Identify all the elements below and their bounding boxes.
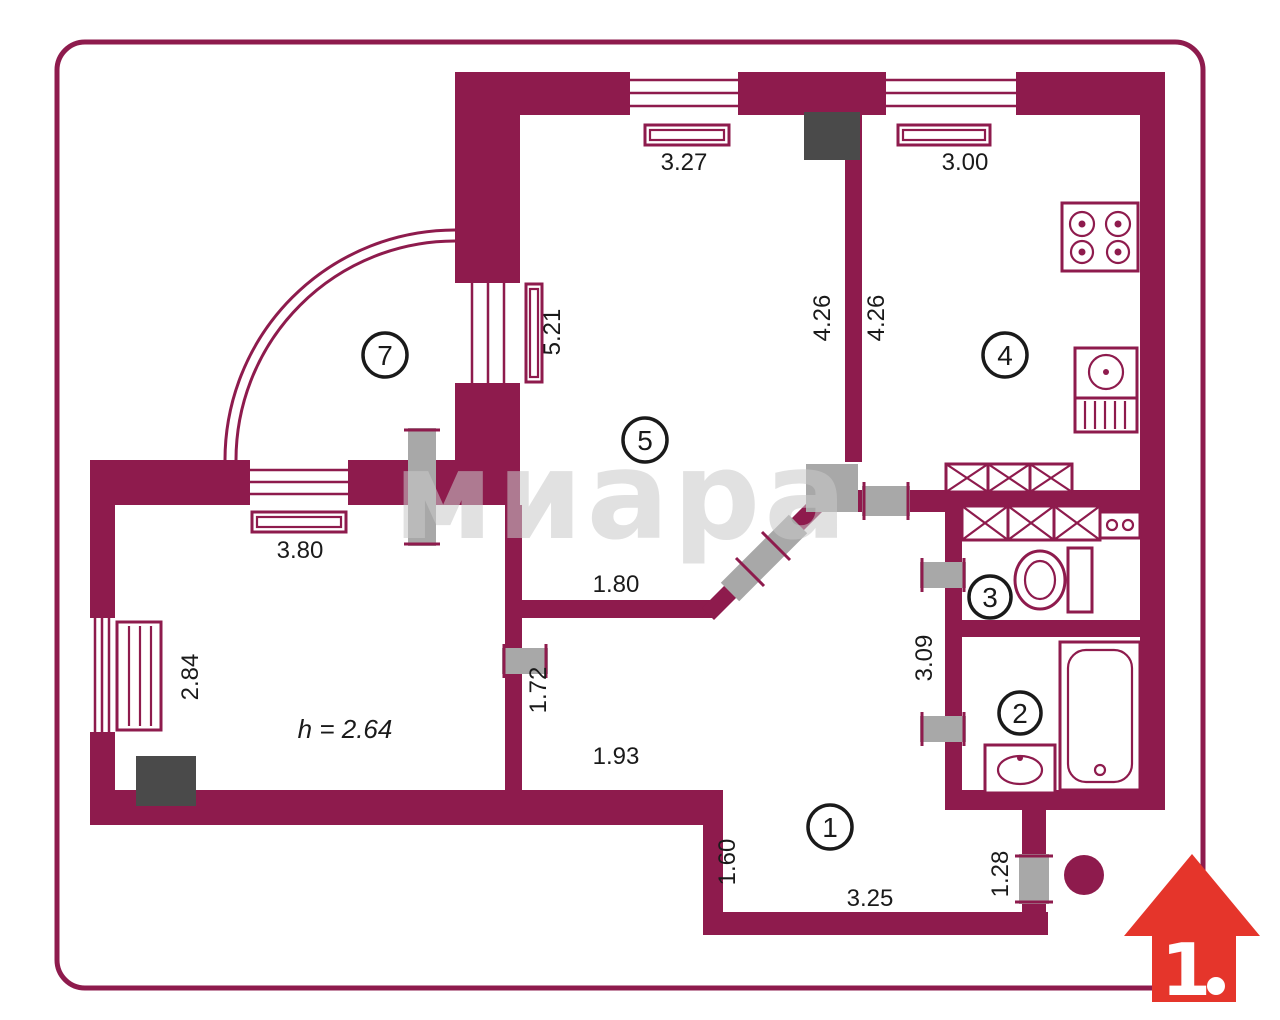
dim-hall-bottom-left: 1.60 (714, 839, 741, 886)
radiator-top-left (643, 123, 731, 147)
doors (404, 428, 1104, 904)
wall-room5-room4 (845, 115, 862, 462)
house-badge-number: 1 (1161, 928, 1211, 1012)
room-label-2: 2 (997, 690, 1043, 736)
dim-top-right-window: 3.00 (942, 149, 989, 176)
radiators (115, 123, 992, 732)
toilet (1013, 546, 1094, 614)
column-bottom-left (136, 756, 196, 806)
radiator-leftroom (250, 510, 348, 534)
wall-entry-bottom (1022, 902, 1046, 935)
dim-bath-wall: 3.09 (911, 635, 938, 682)
windows (90, 72, 1016, 732)
dim-ceiling-height: h = 2.64 (298, 714, 393, 744)
dim-leftroom-door: 1.72 (525, 667, 552, 714)
wall-hall-bottom (703, 912, 1048, 935)
plan-frame (54, 39, 1206, 991)
door-entrance (1019, 854, 1049, 904)
watermark-text: миара (393, 425, 850, 567)
dim-leftroom-window: 2.84 (177, 654, 204, 701)
dim-room5-height: 5.21 (539, 309, 566, 356)
bathtub (1058, 640, 1142, 792)
wall-room2-room3 (945, 620, 1140, 637)
dim-room4-left: 4.26 (863, 295, 890, 342)
room-number-7: 7 (377, 340, 393, 371)
wall-room2-left (945, 637, 962, 790)
vent-shaft-top (804, 112, 860, 160)
dim-leftroom-width: 3.80 (277, 537, 324, 564)
room-label-7: 7 (361, 331, 409, 379)
room-label-3: 3 (967, 574, 1013, 620)
door-room2 (920, 716, 966, 742)
wall-hall-left (703, 790, 723, 935)
kitchen-counter (1073, 396, 1139, 434)
radiator-top-right (896, 123, 992, 147)
wall-bath-bottom (945, 790, 1165, 810)
room-number-4: 4 (997, 340, 1013, 371)
room-labels: 7 5 4 3 2 1 (361, 331, 1043, 851)
dim-top-left-window: 3.27 (661, 149, 708, 176)
dim-hall-width: 1.93 (593, 743, 640, 770)
door-balcony (408, 428, 436, 546)
wall-room5-left (455, 72, 520, 462)
room-number-5: 5 (637, 425, 653, 456)
dim-entrance: 1.28 (987, 851, 1014, 898)
dimension-labels: 3.27 3.00 5.21 4.26 4.26 3.80 2.84 1.80 … (177, 149, 1014, 912)
loggia-arc (223, 228, 456, 461)
cabinets (944, 462, 1102, 542)
door-diagonal (720, 514, 808, 602)
dim-hall-bottom: 3.25 (847, 885, 894, 912)
dim-corridor-width: 1.80 (593, 571, 640, 598)
entrance-knob-symbol (1064, 855, 1104, 895)
washbasin-small (1098, 510, 1142, 540)
kitchen-sink (1073, 346, 1139, 400)
room-label-4: 4 (981, 331, 1029, 379)
wall-right (1140, 72, 1165, 810)
door-room3 (920, 562, 966, 588)
junction-block (806, 464, 858, 512)
room-number-2: 2 (1012, 698, 1028, 729)
house-roof-icon (1124, 854, 1260, 936)
dim-room5-right: 4.26 (809, 295, 836, 342)
stove (1060, 201, 1140, 273)
bathroom-sink (983, 743, 1057, 795)
house-logo: 1 (1124, 854, 1260, 1012)
wall-diagonal-stub-low (701, 583, 739, 621)
room-number-3: 3 (982, 582, 998, 613)
room-number-1: 1 (822, 812, 838, 843)
house-badge-dot-icon (1207, 977, 1225, 995)
wall-entry-top (1022, 810, 1046, 858)
fixtures (944, 201, 1142, 795)
room-label-5: 5 (621, 416, 669, 464)
room-label-1: 1 (806, 803, 854, 851)
wall-top (455, 72, 1165, 115)
door-kitchen (862, 486, 910, 516)
wall-room5-bottom (520, 600, 712, 618)
door-leftroom (502, 648, 548, 674)
